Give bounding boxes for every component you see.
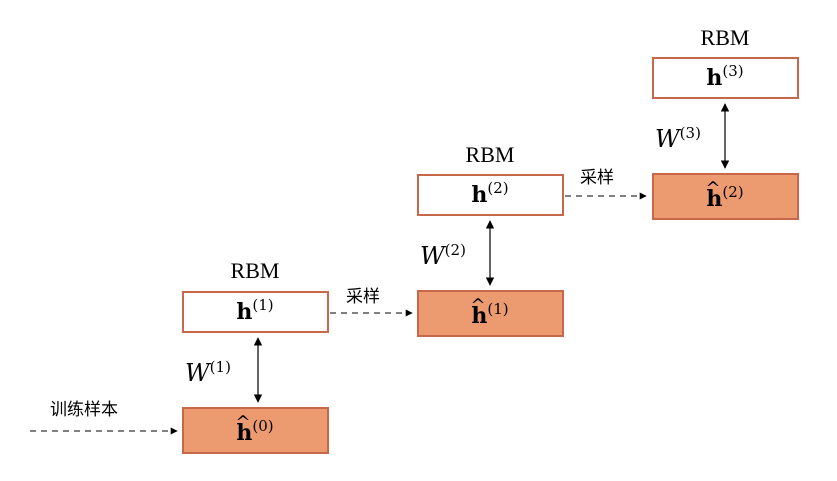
weight-label-1: W(1) bbox=[185, 358, 231, 387]
hidden-var-1: h(1) bbox=[236, 296, 273, 325]
weight-label-3: W(3) bbox=[655, 124, 701, 153]
rbm-title-3: RBM bbox=[701, 25, 750, 50]
weight-label-2: W(2) bbox=[420, 241, 466, 270]
hidden-var-2: h(2) bbox=[471, 179, 508, 208]
visible-box-2 bbox=[652, 173, 799, 220]
hidden-box-2 bbox=[417, 174, 564, 216]
rbm-title-1: RBM bbox=[231, 258, 280, 283]
hidden-box-1 bbox=[182, 291, 329, 333]
hidden-box-3 bbox=[652, 57, 799, 99]
hat-1: ^ bbox=[470, 295, 485, 316]
rbm-title-2: RBM bbox=[466, 142, 515, 167]
hidden-var-3: h(3) bbox=[706, 62, 743, 91]
visible-var-1: h(1) bbox=[471, 300, 508, 329]
train-sample-label: 训练样本 bbox=[50, 400, 118, 420]
visible-var-0: h(0) bbox=[236, 417, 273, 446]
sample-label-2: 采样 bbox=[580, 168, 614, 188]
visible-box-1 bbox=[417, 290, 564, 337]
hat-0: ^ bbox=[235, 412, 250, 433]
sample-label-1: 采样 bbox=[346, 287, 380, 307]
visible-var-2: h(2) bbox=[706, 183, 743, 212]
visible-box-0 bbox=[182, 407, 329, 454]
hat-2: ^ bbox=[705, 178, 720, 199]
